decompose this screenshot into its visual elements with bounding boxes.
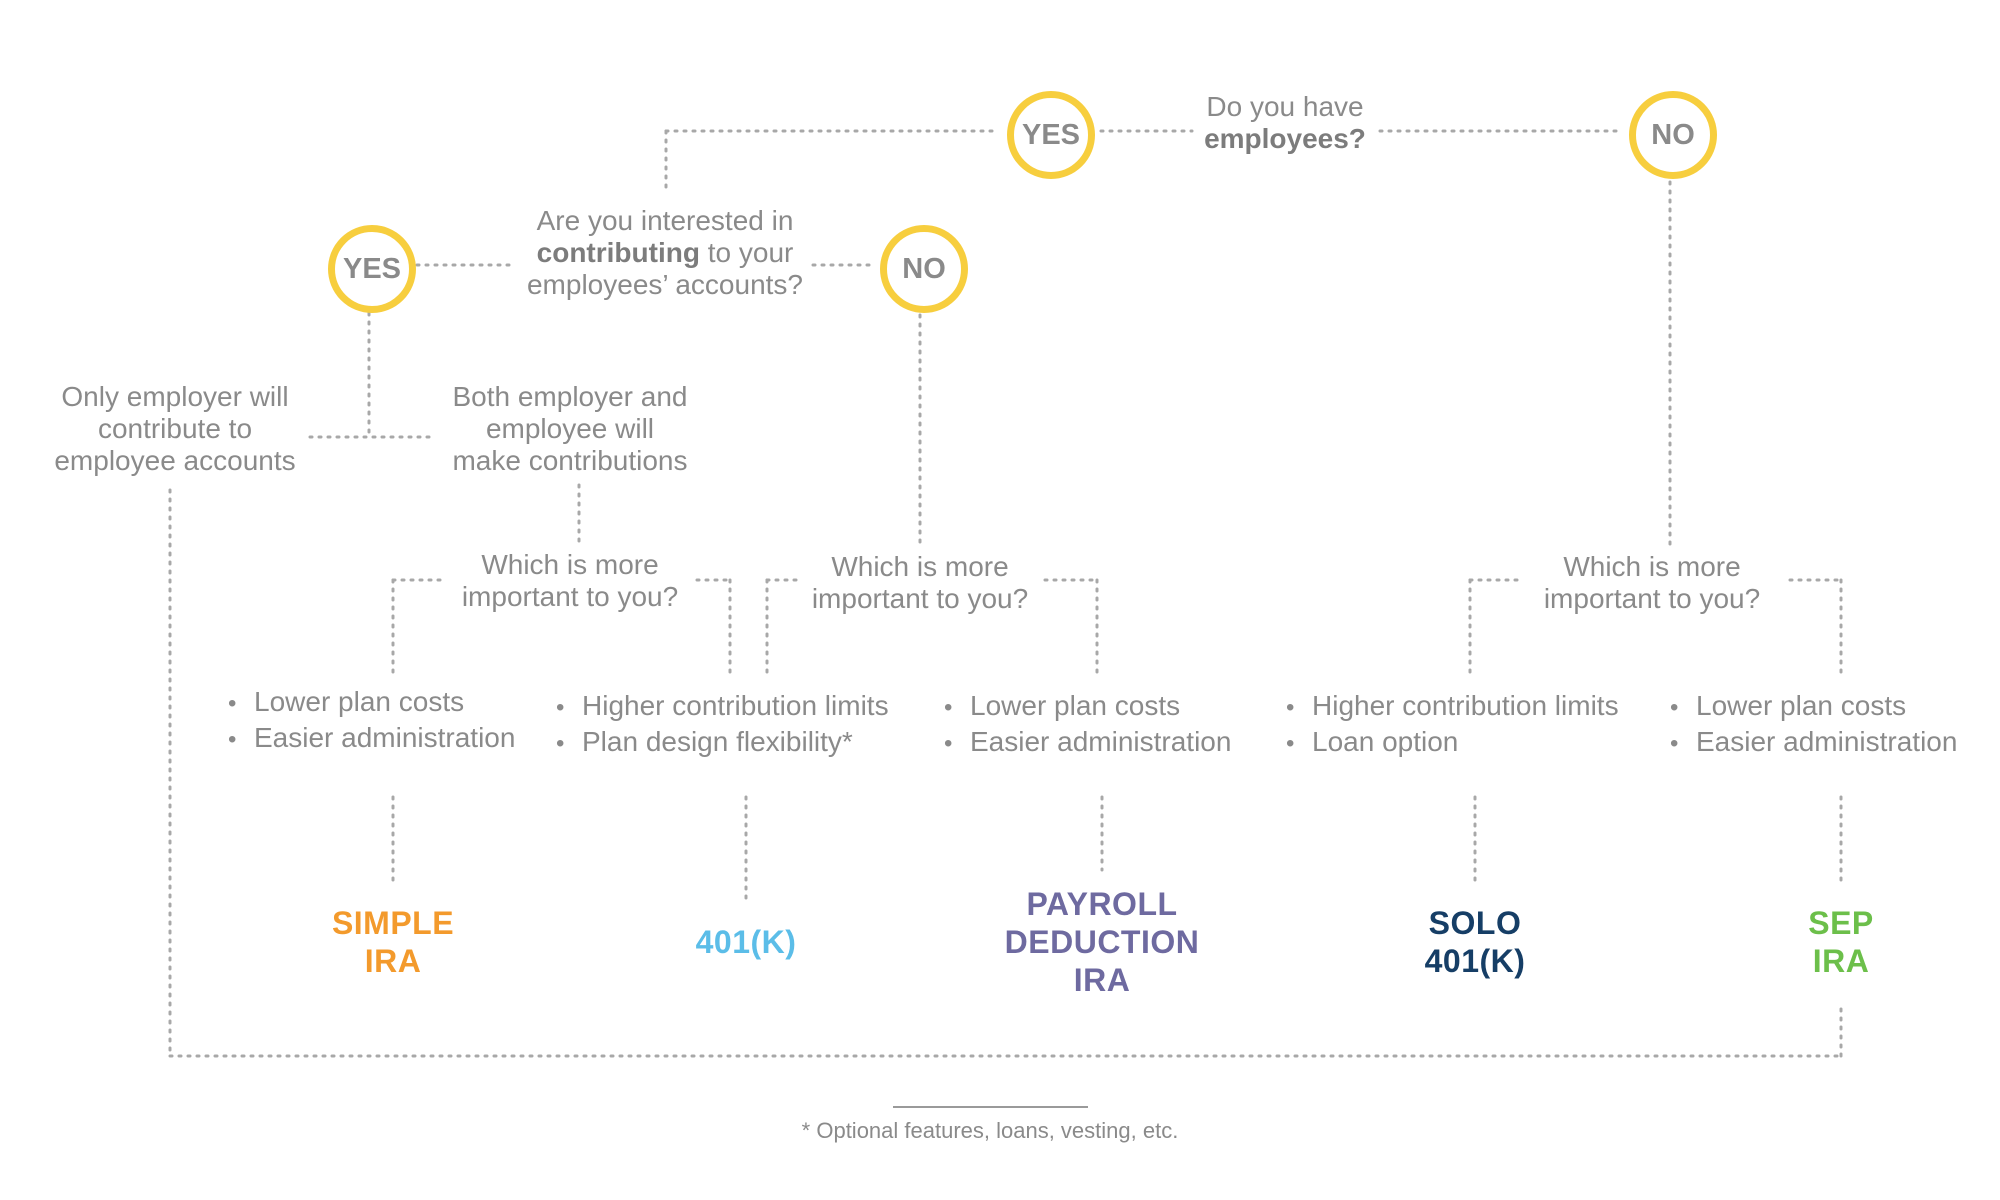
options-payroll-ira: Lower plan costs Easier administration [944, 689, 1231, 761]
important-mid-line2: important to you? [811, 583, 1029, 614]
options-sep-ira: Lower plan costs Easier administration [1670, 689, 1957, 761]
option-only-employer: Only employer will contribute to employe… [40, 381, 310, 477]
options-solo-401k: Higher contribution limits Loan option [1286, 689, 1619, 761]
list-item: Higher contribution limits [1286, 689, 1619, 725]
question-have-employees-line1: Do you have [1206, 91, 1364, 122]
question-contributing-line3: employees’ accounts? [526, 269, 803, 300]
plan-simple-ira-line2: IRA [364, 943, 422, 979]
list-item: Lower plan costs [1670, 689, 1957, 725]
important-left-line1: Which is more [481, 549, 659, 580]
list-item: Lower plan costs [944, 689, 1231, 725]
plan-sep-line2: IRA [1812, 943, 1870, 979]
options-simple-ira: Lower plan costs Easier administration [228, 685, 515, 757]
only-employer-line1: Only employer will [61, 381, 289, 412]
question-contributing-line1: Are you interested in [536, 205, 794, 236]
only-employer-line2: contribute to [97, 413, 253, 444]
plan-solo-line2: 401(K) [1424, 943, 1526, 979]
question-contributing: Are you interested in contributing to yo… [510, 205, 820, 301]
employees-no-circle: NO [1629, 91, 1717, 179]
plan-payroll-line3: IRA [1073, 962, 1131, 998]
important-mid-line1: Which is more [831, 551, 1009, 582]
list-item: Easier administration [228, 721, 515, 757]
question-important-left: Which is more important to you? [445, 549, 695, 613]
contributing-yes-circle: YES [328, 225, 416, 313]
options-401k: Higher contribution limits Plan design f… [556, 689, 889, 761]
plan-solo-401k: SOLO 401(K) [1375, 904, 1575, 980]
footnote: * Optional features, loans, vesting, etc… [801, 1118, 1179, 1143]
plan-payroll-line1: PAYROLL [1026, 886, 1178, 922]
plan-sep-ira: SEP IRA [1761, 904, 1921, 980]
plan-payroll-line2: DEDUCTION [1004, 924, 1200, 960]
list-item: Loan option [1286, 725, 1619, 761]
question-have-employees: Do you have employees? [1180, 91, 1390, 155]
important-left-line2: important to you? [461, 581, 679, 612]
list-item: Higher contribution limits [556, 689, 889, 725]
plan-payroll-deduction-ira: PAYROLL DEDUCTION IRA [982, 885, 1222, 999]
plan-sep-line1: SEP [1808, 905, 1874, 941]
question-contributing-bold: contributing [536, 237, 700, 268]
question-important-right: Which is more important to you? [1527, 551, 1777, 615]
list-item: Lower plan costs [228, 685, 515, 721]
both-line1: Both employer and [452, 381, 688, 412]
both-line3: make contributions [452, 445, 688, 476]
list-item: Easier administration [944, 725, 1231, 761]
list-item: Plan design flexibility* [556, 725, 889, 761]
option-both-contribute: Both employer and employee will make con… [435, 381, 705, 477]
plan-401k: 401(K) [646, 923, 846, 961]
question-contributing-post: to your [707, 237, 794, 268]
employees-yes-circle: YES [1007, 91, 1095, 179]
important-right-line1: Which is more [1563, 551, 1741, 582]
plan-simple-ira-line1: SIMPLE [331, 905, 455, 941]
footnote-divider [893, 1106, 1088, 1108]
plan-401k-line1: 401(K) [695, 924, 797, 960]
only-employer-line3: employee accounts [54, 445, 296, 476]
question-have-employees-bold: employees? [1204, 123, 1366, 154]
important-right-line2: important to you? [1543, 583, 1761, 614]
plan-simple-ira: SIMPLE IRA [293, 904, 493, 980]
list-item: Easier administration [1670, 725, 1957, 761]
both-line2: employee will [485, 413, 655, 444]
contributing-no-circle: NO [880, 225, 968, 313]
plan-solo-line1: SOLO [1428, 905, 1522, 941]
question-important-mid: Which is more important to you? [795, 551, 1045, 615]
